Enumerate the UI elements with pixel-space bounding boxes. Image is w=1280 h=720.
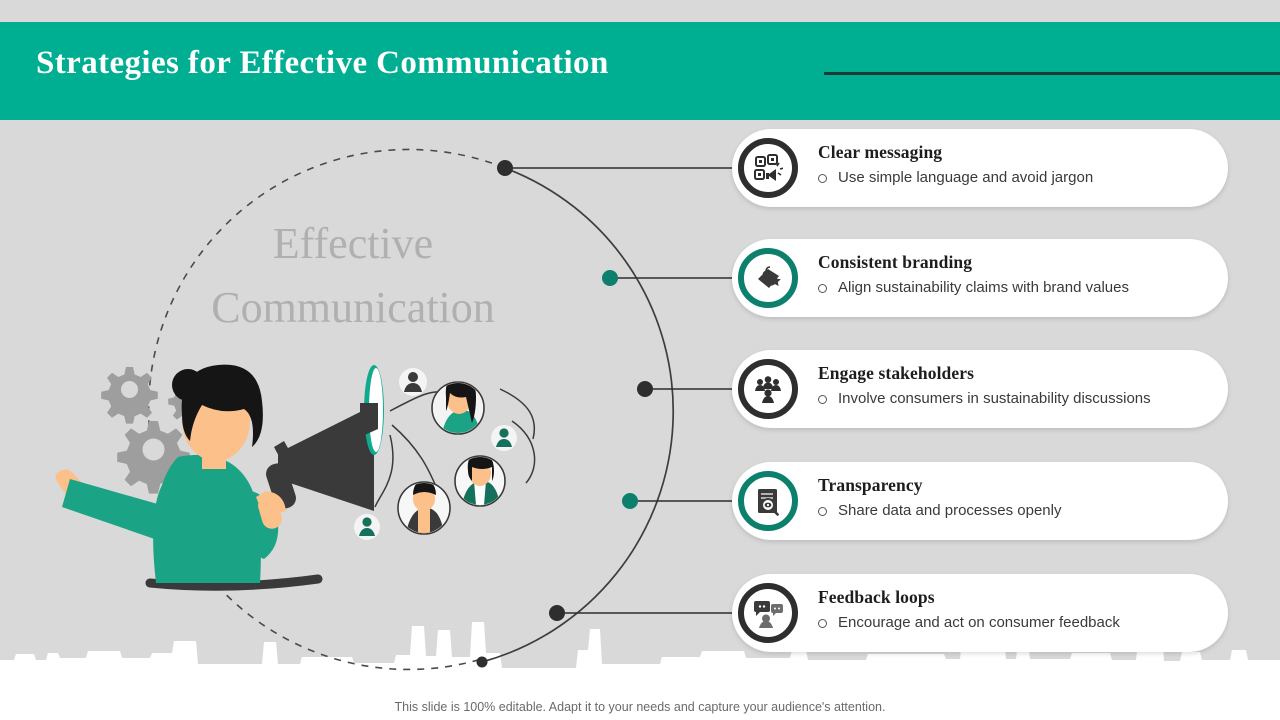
feedback-chat-icon xyxy=(738,583,798,643)
strategy-card-transparency[interactable]: Transparency Share data and processes op… xyxy=(732,462,1228,540)
strategy-card-clear-messaging[interactable]: Clear messaging Use simple language and … xyxy=(732,129,1228,207)
card-detail: Encourage and act on consumer feedback xyxy=(818,613,1212,633)
card-title: Consistent branding xyxy=(818,252,973,272)
card-text-block: Feedback loops Encourage and act on cons… xyxy=(818,586,1212,633)
card-detail-text: Align sustainability claims with brand v… xyxy=(838,279,1129,296)
card-title: Clear messaging xyxy=(818,142,943,162)
audience-avatar-small-3 xyxy=(354,514,380,540)
people-group-icon xyxy=(738,359,798,419)
strategy-card-consistent-branding[interactable]: Consistent branding Align sustainability… xyxy=(732,239,1228,317)
strategy-card-engage-stakeholders[interactable]: Engage stakeholders Involve consumers in… xyxy=(732,350,1228,428)
bullet-icon xyxy=(818,173,827,183)
audience-avatar-large-1 xyxy=(431,381,485,435)
message-grid-icon xyxy=(738,138,798,198)
audience-avatar-large-2 xyxy=(454,455,506,507)
woman-with-megaphone-illustration xyxy=(55,364,536,591)
bullet-icon xyxy=(818,283,827,293)
card-detail: Involve consumers in sustainability disc… xyxy=(818,389,1212,409)
card-detail: Use simple language and avoid jargon xyxy=(818,168,1212,188)
bullet-icon xyxy=(818,394,827,404)
card-detail-text: Use simple language and avoid jargon xyxy=(838,169,1094,186)
card-text-block: Consistent branding Align sustainability… xyxy=(818,251,1212,298)
audience-avatar-small-2 xyxy=(491,425,517,451)
card-detail: Align sustainability claims with brand v… xyxy=(818,278,1212,298)
bullet-icon xyxy=(818,618,827,628)
card-text-block: Transparency Share data and processes op… xyxy=(818,474,1212,521)
card-detail: Share data and processes openly xyxy=(818,501,1212,521)
strategy-card-feedback-loops[interactable]: Feedback loops Encourage and act on cons… xyxy=(732,574,1228,652)
audience-avatar-large-3 xyxy=(397,481,451,535)
card-detail-text: Involve consumers in sustainability disc… xyxy=(838,390,1151,407)
woman-figure xyxy=(55,364,286,583)
card-title: Feedback loops xyxy=(818,587,935,607)
brand-tag-icon xyxy=(738,248,798,308)
card-detail-text: Share data and processes openly xyxy=(838,502,1062,519)
torn-paper-edge xyxy=(0,622,1280,692)
header-accent-rule xyxy=(824,72,1280,75)
card-detail-text: Encourage and act on consumer feedback xyxy=(838,614,1120,631)
megaphone-icon xyxy=(266,365,384,511)
card-title: Engage stakeholders xyxy=(818,363,975,383)
card-text-block: Engage stakeholders Involve consumers in… xyxy=(818,362,1212,409)
card-text-block: Clear messaging Use simple language and … xyxy=(818,141,1212,188)
bullet-icon xyxy=(818,506,827,516)
card-title: Transparency xyxy=(818,475,923,495)
page-title: Strategies for Effective Communication xyxy=(36,45,609,81)
editable-note: This slide is 100% editable. Adapt it to… xyxy=(394,700,886,714)
document-magnifier-icon xyxy=(738,471,798,531)
header-bar xyxy=(0,22,1280,120)
audience-avatar-small-1 xyxy=(399,368,427,396)
